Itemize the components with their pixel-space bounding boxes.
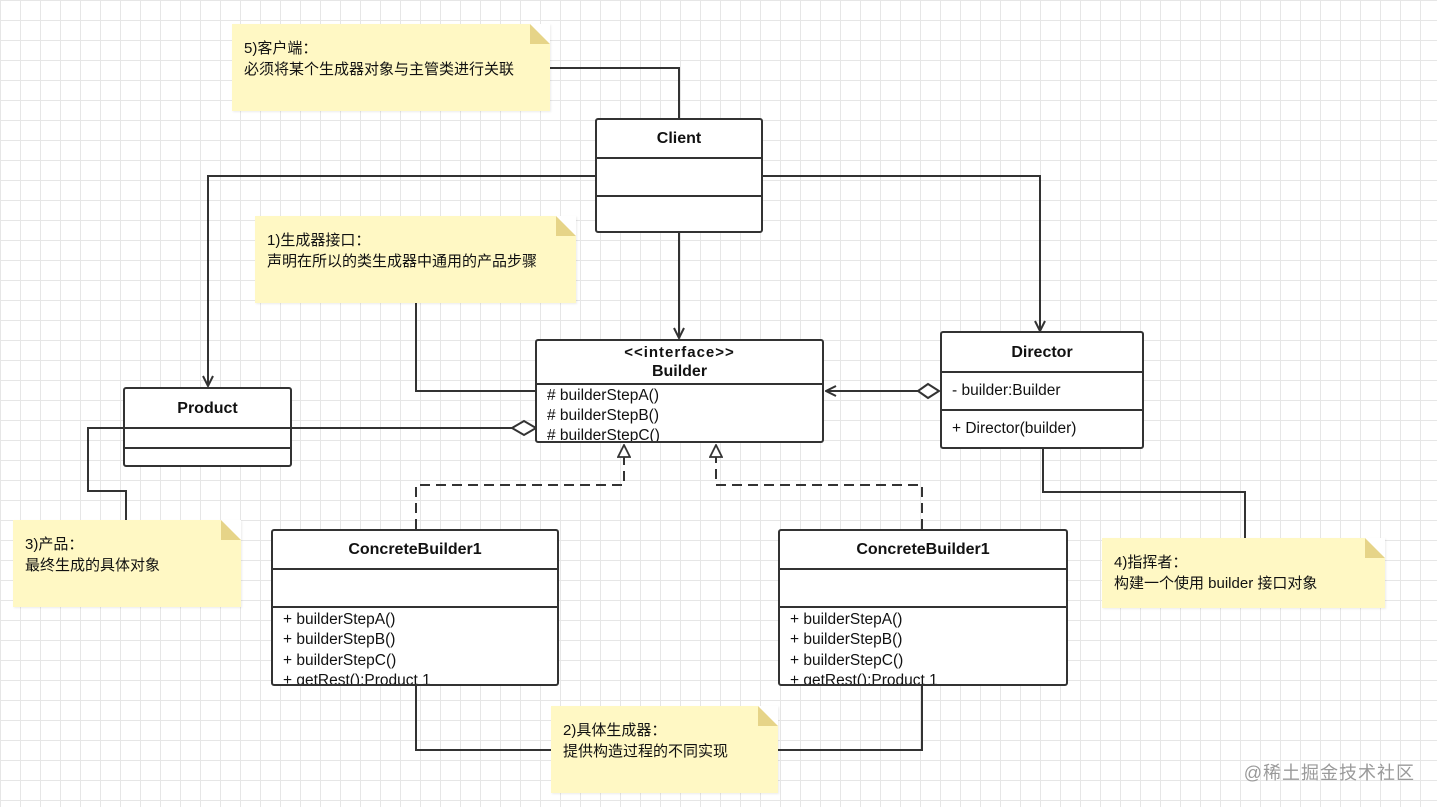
builder-stereotype: <<interface>> [624, 344, 735, 361]
builder-note-title: 1)生成器接口： [267, 232, 371, 249]
client-note-link [548, 67, 680, 119]
concrete-builder-2-method: + builderStepC() [790, 651, 904, 669]
concrete-builder-2-attributes [780, 568, 1066, 606]
concrete2-realizes-builder [716, 445, 923, 529]
client-note: 5)客户端： 必须将某个生成器对象与主管类进行关联 [232, 24, 550, 111]
builder-note: 1)生成器接口： 声明在所以的类生成器中通用的产品步骤 [255, 216, 576, 303]
watermark-text: @稀土掘金技术社区 [1243, 763, 1415, 783]
director-note-link [1042, 449, 1246, 539]
product-note-link [87, 427, 127, 520]
director-field: - builder:Builder [952, 382, 1061, 399]
client-note-title: 5)客户端： [244, 40, 318, 57]
client-operations [597, 195, 761, 231]
director-methods: + Director(builder) [942, 409, 1142, 447]
client-note-body: 必须将某个生成器对象与主管类进行关联 [244, 61, 515, 78]
concrete-builder-1-class[interactable]: ConcreteBuilder1 + builderStepA() + buil… [271, 529, 559, 686]
concrete-builder-1-attributes [273, 568, 557, 606]
concrete-builder-2-method: + builderStepA() [790, 611, 903, 628]
concrete-note-link [415, 686, 551, 751]
product-note-title: 3)产品： [25, 536, 84, 553]
builder-header: <<interface>> Builder [537, 341, 822, 383]
client-to-director-arrow [762, 175, 1040, 331]
concrete-builder-1-method: + builderStepA() [283, 611, 396, 628]
concrete-note-body: 提供构造过程的不同实现 [563, 743, 729, 760]
product-class[interactable]: Product [123, 387, 292, 467]
director-note-title: 4)指挥者： [1114, 554, 1188, 571]
product-attributes [125, 427, 290, 447]
concrete-note-title: 2)具体生成器： [563, 722, 667, 739]
builder-interface[interactable]: <<interface>> Builder # builderStepA() #… [535, 339, 824, 443]
builder-note-body: 声明在所以的类生成器中通用的产品步骤 [267, 253, 538, 270]
product-note-body: 最终生成的具体对象 [25, 557, 161, 574]
concrete-builder-1-method: + builderStepC() [283, 651, 397, 669]
concrete-builder-1-method: + builderStepB() [283, 631, 396, 649]
concrete-builder-2-class[interactable]: ConcreteBuilder1 + builderStepA() + buil… [778, 529, 1068, 686]
builder-methods: # builderStepA() # builderStepB() # buil… [537, 383, 822, 441]
builder-method: # builderStepB() [547, 407, 660, 424]
concrete-builder-2-method: + getRest():Product 1 [790, 671, 938, 684]
product-note: 3)产品： 最终生成的具体对象 [13, 520, 241, 607]
concrete-builder-2-methods: + builderStepA() + builderStepB() + buil… [780, 606, 1066, 684]
product-class-name: Product [177, 399, 238, 417]
concrete1-realizes-builder [415, 445, 624, 529]
client-attributes [597, 157, 761, 195]
director-class[interactable]: Director - builder:Builder + Director(bu… [940, 331, 1144, 449]
concrete-note: 2)具体生成器： 提供构造过程的不同实现 [551, 706, 778, 793]
client-class[interactable]: Client [595, 118, 763, 233]
product-operations [125, 447, 290, 465]
concrete-builder-1-methods: + builderStepA() + builderStepB() + buil… [273, 606, 557, 684]
concrete-builder-2-method: + builderStepB() [790, 631, 903, 649]
director-class-name: Director [1011, 343, 1073, 361]
director-method: + Director(builder) [952, 420, 1077, 437]
director-aggregation-diamond [916, 382, 941, 400]
concrete-builder-1-method: + getRest():Product 1 [283, 671, 431, 684]
builder-method: # builderStepA() [547, 387, 660, 404]
concrete-builder-2-name: ConcreteBuilder1 [856, 541, 990, 558]
client-class-name: Client [656, 130, 702, 147]
director-note-body: 构建一个使用 builder 接口对象 [1114, 575, 1318, 592]
product-aggregation-diamond [510, 419, 538, 437]
builder-method: # builderStepC() [547, 427, 660, 441]
client-to-product-arrow [208, 175, 596, 386]
director-fields: - builder:Builder [942, 371, 1142, 409]
builder-note-link [415, 302, 537, 392]
builder-class-name: Builder [651, 363, 708, 380]
concrete-builder-1-name: ConcreteBuilder1 [348, 541, 482, 558]
concrete2-note-link [778, 686, 923, 751]
director-note: 4)指挥者： 构建一个使用 builder 接口对象 [1102, 538, 1385, 608]
